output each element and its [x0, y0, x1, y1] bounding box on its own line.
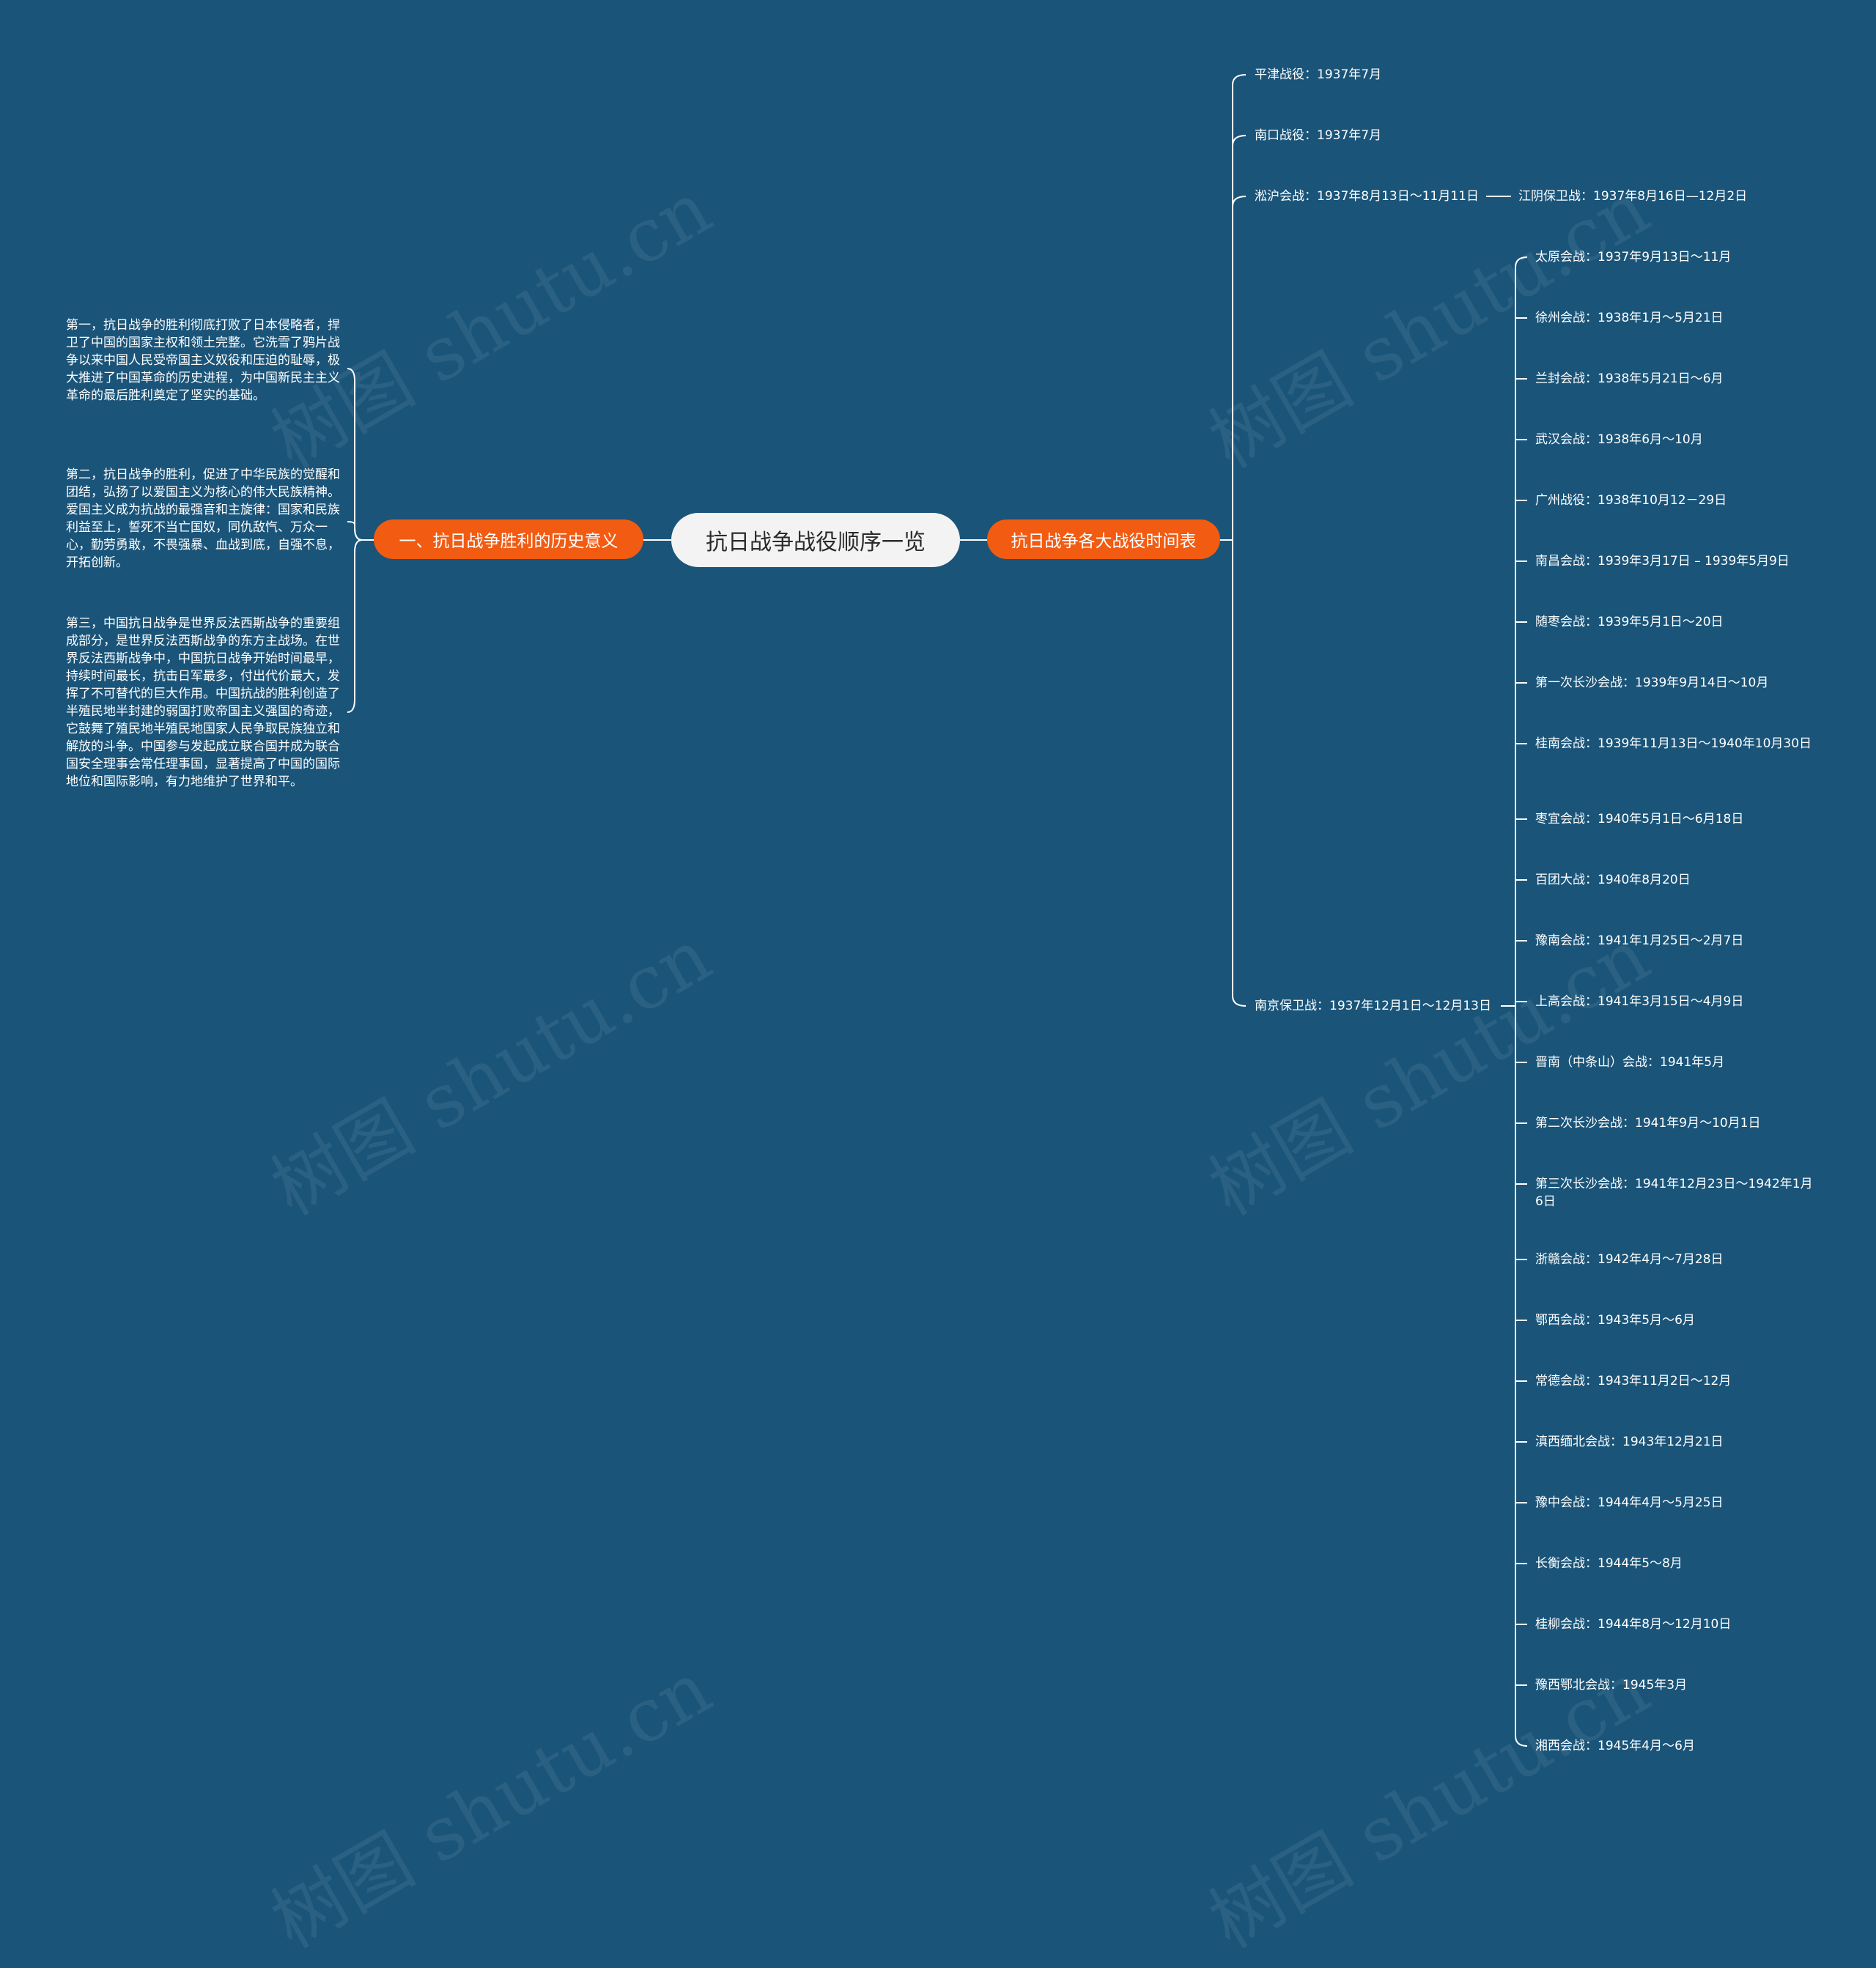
nanjing-child-battle[interactable]: 广州战役：1938年10月12－29日 — [1535, 493, 1727, 508]
battle-nankou[interactable]: 南口战役：1937年7月 — [1255, 128, 1382, 143]
nanjing-child-battle[interactable]: 枣宜会战：1940年5月1日～6月18日 — [1535, 812, 1744, 826]
nanjing-child-battle[interactable]: 百团大战：1940年8月20日 — [1535, 873, 1691, 887]
connector-battle-1 — [1232, 135, 1247, 540]
nanjing-child-battle[interactable]: 鄂西会战：1943年5月～6月 — [1535, 1313, 1695, 1328]
nanjing-child-battle[interactable]: 上高会战：1941年3月15日～4月9日 — [1535, 994, 1744, 1009]
battle-jiangyin[interactable]: 江阴保卫战：1937年8月16日—12月2日 — [1518, 189, 1748, 204]
significance-paragraph-3[interactable]: 第三，中国抗日战争是世界反法西斯战争的重要组成部分，是世界反法西斯战争的东方主战… — [66, 616, 340, 789]
nanjing-child-battle[interactable]: 桂柳会战：1944年8月～12月10日 — [1535, 1617, 1732, 1632]
connector-battle-2 — [1232, 196, 1247, 540]
nanjing-child-battle[interactable]: 长衡会战：1944年5～8月 — [1535, 1556, 1683, 1571]
nanjing-child-battle[interactable]: 滇西缅北会战：1943年12月21日 — [1535, 1435, 1724, 1449]
nanjing-child-battle[interactable]: 兰封会战：1938年5月21日～6月 — [1535, 371, 1724, 386]
connector-nanjing-trunk — [1515, 267, 1528, 1747]
battle-songhu[interactable]: 淞沪会战：1937年8月13日～11月11日 — [1255, 189, 1479, 204]
nanjing-child-battle[interactable]: 随枣会战：1939年5月1日～20日 — [1535, 615, 1724, 629]
significance-paragraph-2[interactable]: 第二，抗日战争的胜利，促进了中华民族的觉醒和团结，弘扬了以爱国主义为核心的伟大民… — [66, 467, 340, 570]
root-topic[interactable]: 抗日战争战役顺序一览 — [671, 513, 960, 567]
significance-paragraph-1[interactable]: 第一，抗日战争的胜利彻底打败了日本侵略者，捍卫了中国的国家主权和领土完整。它洗雪… — [66, 318, 340, 403]
nanjing-child-battle[interactable]: 晋南（中条山）会战：1941年5月 — [1535, 1055, 1725, 1070]
nanjing-child-battle[interactable]: 第一次长沙会战：1939年9月14日～10月 — [1535, 676, 1769, 690]
connector-left-para2 — [347, 521, 363, 541]
connector-nanjing-top — [1515, 256, 1528, 268]
nanjing-child-battle[interactable]: 豫中会战：1944年4月～5月25日 — [1535, 1495, 1724, 1510]
mind-map-canvas: 树图 shutu.cn 树图 shutu.cn 树图 shutu.cn 树图 s… — [66, 67, 1813, 1964]
nanjing-child-battle[interactable]: 湘西会战：1945年4月～6月 — [1535, 1739, 1695, 1753]
connector-battle-3 — [1232, 540, 1247, 1007]
connector-lines — [347, 74, 1528, 1747]
nanjing-child-battle[interactable]: 桂南会战：1939年11月13日～1940年10月30日 — [1535, 736, 1812, 751]
connector-battle-0 — [1232, 74, 1247, 540]
nanjing-child-battle[interactable]: 豫西鄂北会战：1945年3月 — [1535, 1678, 1688, 1693]
branch-historical-significance[interactable]: 一、抗日战争胜利的历史意义 — [374, 519, 643, 559]
nanjing-child-battle[interactable]: 常德会战：1943年11月2日～12月 — [1535, 1374, 1732, 1388]
battle-pingjin[interactable]: 平津战役：1937年7月 — [1255, 67, 1382, 82]
nanjing-child-battle[interactable]: 武汉会战：1938年6月～10月 — [1535, 432, 1703, 447]
nanjing-child-battle[interactable]: 第三次长沙会战：1941年12月23日～1942年1月6日 — [1535, 1177, 1813, 1209]
nanjing-child-battle[interactable]: 第二次长沙会战：1941年9月～10月1日 — [1535, 1116, 1761, 1131]
battle-nanjing[interactable]: 南京保卫战：1937年12月1日～12月13日 — [1255, 999, 1491, 1013]
nanjing-child-battle[interactable]: 徐州会战：1938年1月～5月21日 — [1535, 311, 1724, 325]
nanjing-child-battle[interactable]: 太原会战：1937年9月13日～11月 — [1535, 250, 1732, 265]
branch-battle-timeline[interactable]: 抗日战争各大战役时间表 — [987, 519, 1220, 559]
connector-left-para3 — [347, 539, 363, 713]
connector-left-para1 — [347, 368, 363, 541]
nanjing-child-battle[interactable]: 浙赣会战：1942年4月～7月28日 — [1535, 1252, 1724, 1267]
nanjing-child-battle[interactable]: 南昌会战：1939年3月17日 – 1939年5月9日 — [1535, 554, 1790, 569]
nanjing-child-battle[interactable]: 豫南会战：1941年1月25日～2月7日 — [1535, 933, 1744, 948]
